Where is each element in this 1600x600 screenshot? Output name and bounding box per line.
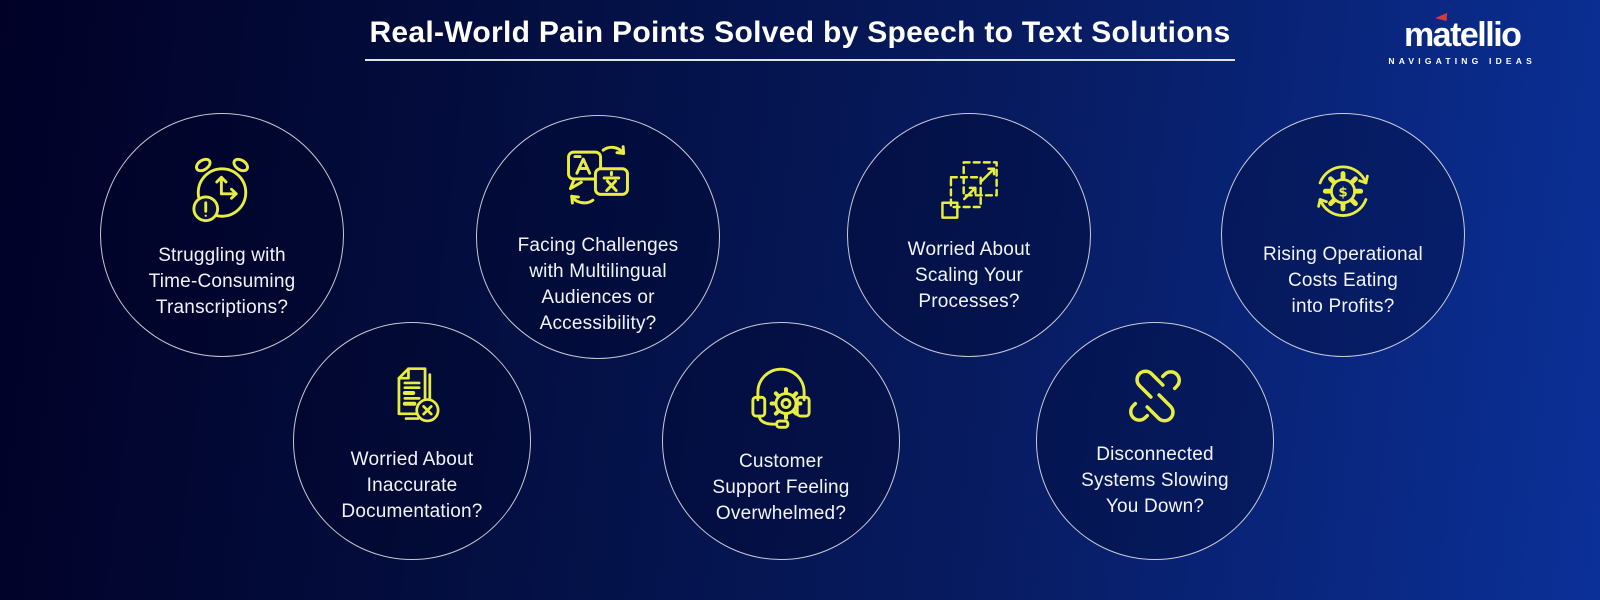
pain-point-multilingual: Facing Challenges with Multilingual Audi… [476,115,720,359]
broken-link-icon [1122,363,1188,429]
logo-tagline: NAVIGATING IDEAS [1388,56,1536,66]
pain-point-label: Struggling with Time-Consuming Transcrip… [148,244,296,318]
scale-expand-icon [935,156,1003,224]
document-error-icon [374,358,450,434]
pain-point-disconnected: Disconnected Systems Slowing You Down? [1036,322,1274,560]
matellio-logo: matellio NAVIGATING IDEAS [1388,10,1536,66]
pain-point-support: Customer Support Feeling Overwhelmed? [662,322,900,560]
pain-point-label: Disconnected Systems Slowing You Down? [1081,443,1229,517]
logo-wordmark: matellio [1403,16,1522,54]
page-title: Real-World Pain Points Solved by Speech … [365,16,1235,61]
alarm-clock-alert-icon [182,150,262,230]
header: Real-World Pain Points Solved by Speech … [0,16,1600,61]
pain-point-costs: $ Rising Operational Costs Eating into P… [1221,113,1465,357]
pain-point-scaling: Worried About Scaling Your Processes? [847,113,1091,357]
pain-point-transcriptions: Struggling with Time-Consuming Transcrip… [100,113,344,357]
svg-text:$: $ [1338,185,1347,200]
pain-point-label: Rising Operational Costs Eating into Pro… [1263,243,1423,317]
dollar-gear-refresh-icon: $ [1304,151,1382,229]
pain-point-documentation: Worried About Inaccurate Documentation? [293,322,531,560]
pain-point-label: Worried About Inaccurate Documentation? [341,448,483,522]
translate-languages-icon [557,138,639,220]
support-headset-gear-icon [741,356,821,436]
pain-point-label: Customer Support Feeling Overwhelmed? [712,450,850,524]
pain-point-label: Worried About Scaling Your Processes? [907,238,1031,312]
pain-point-label: Facing Challenges with Multilingual Audi… [517,234,679,334]
logo-brand-text: matellio [1388,10,1536,54]
